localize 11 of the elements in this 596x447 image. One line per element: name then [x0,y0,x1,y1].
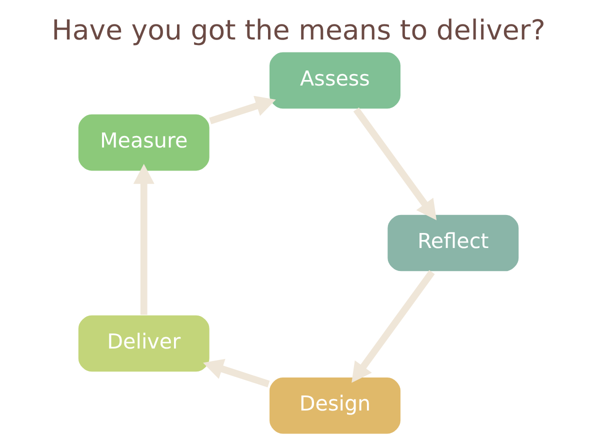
arrow [351,270,434,383]
node-box: Deliver [76,314,210,373]
arrow [352,107,436,220]
diagram-title: Have you got the means to deliver? [51,13,545,46]
node-box: Measure [76,113,210,172]
arrow [208,96,276,124]
node-box: Design [268,376,402,435]
node-box: Assess [268,51,402,110]
node-box: Reflect [386,214,520,272]
arrow [132,164,154,315]
arrow [202,358,270,388]
